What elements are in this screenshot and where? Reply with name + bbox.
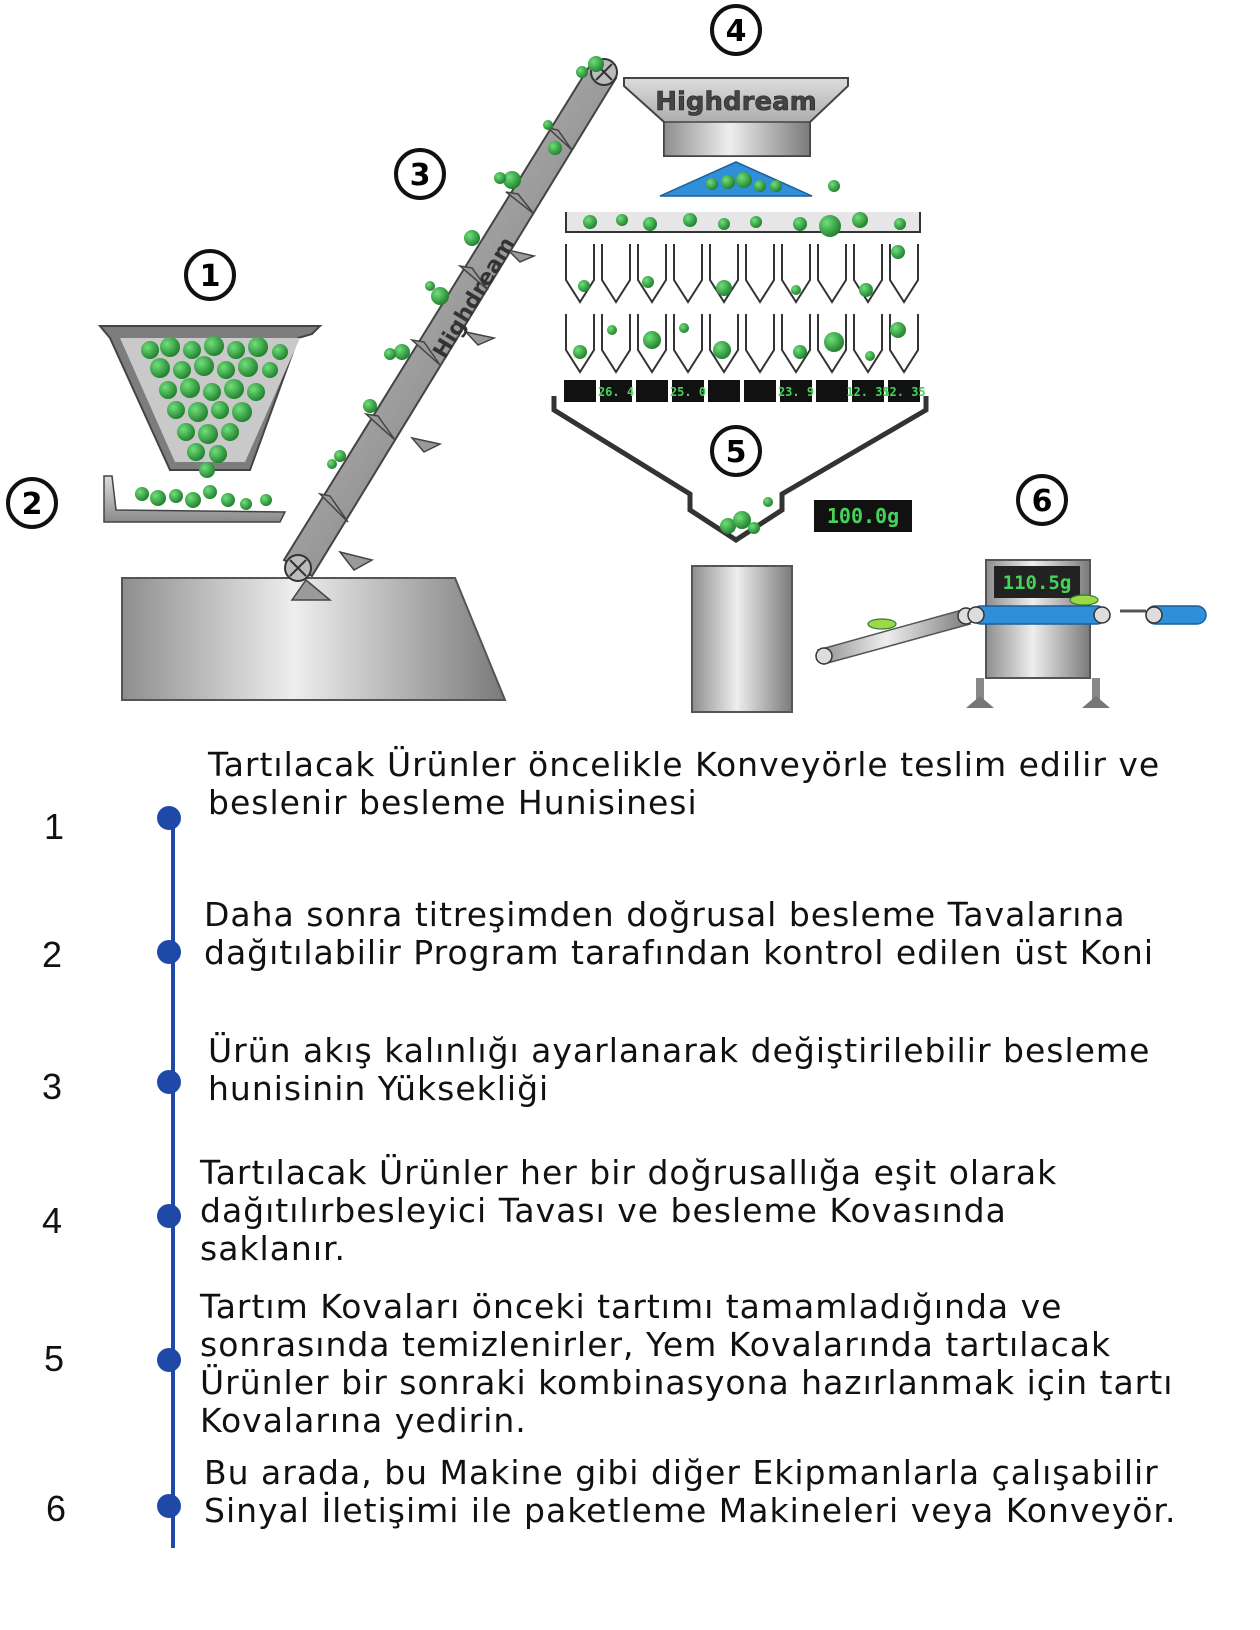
step-text: Tartım Kovaları önceki tartımı tamamladı… [200, 1287, 1174, 1440]
timeline-line [171, 818, 175, 1548]
outfeed-conveyor [815, 607, 975, 665]
process-steps: 1 Tartılacak Ürünler öncelikle Konveyörl… [0, 746, 1260, 1630]
base-platform [121, 577, 507, 701]
step-number: 5 [44, 1338, 65, 1379]
combined-weight-display: 100.0g [814, 500, 912, 532]
hopper-readout-1: 26. 4 [598, 385, 634, 399]
svg-text:100.0g: 100.0g [827, 504, 899, 528]
checkweigher: 110.5g [966, 559, 1111, 708]
hopper-readout-5: 12. 35 [882, 385, 925, 399]
top-cone [659, 161, 813, 197]
svg-text:1: 1 [200, 259, 221, 294]
packaging-machine [691, 565, 793, 713]
vibratory-pan [103, 475, 287, 523]
timeline-dot [157, 1494, 181, 1518]
hopper-readout-4: 12. 35 [846, 385, 889, 399]
step-number: 6 [46, 1488, 67, 1529]
timeline-dot [157, 1348, 181, 1372]
incline-conveyor: Highdream [282, 56, 618, 601]
timeline-dot [157, 1070, 181, 1094]
timeline-dot [157, 806, 181, 830]
step-text: Tartılacak Ürünler her bir doğrusallığa … [200, 1153, 1058, 1268]
step-text: Tartılacak Ürünler öncelikle Konveyörle … [208, 745, 1161, 822]
reject-conveyor [1120, 605, 1207, 625]
hopper-readout-bar: 26. 4 25. 0 23. 9 12. 35 12. 35 [564, 380, 926, 402]
timeline-dot [157, 940, 181, 964]
svg-text:2: 2 [22, 487, 43, 522]
timeline-dot [157, 1204, 181, 1228]
step-text: Bu arada, bu Makine gibi diğer Ekipmanla… [204, 1453, 1177, 1530]
svg-text:Highdream: Highdream [655, 87, 817, 117]
feed-hopper [97, 325, 323, 478]
collating-chute [551, 396, 929, 543]
cone-product [706, 172, 840, 192]
step-number: 3 [42, 1066, 63, 1107]
process-diagram: 1 2 3 4 5 6 [6, 4, 1207, 713]
hopper-product [141, 336, 288, 478]
marker-6: 6 [1016, 474, 1068, 526]
step-number: 4 [42, 1200, 63, 1241]
weigh-hoppers [565, 314, 919, 374]
marker-4: 4 [710, 4, 762, 56]
svg-text:5: 5 [726, 435, 747, 470]
step-text: Daha sonra titreşimden doğrusal besleme … [204, 895, 1155, 972]
step-number: 2 [42, 934, 63, 975]
marker-2: 2 [6, 477, 58, 529]
marker-1: 1 [184, 249, 236, 301]
feed-hoppers [565, 244, 919, 304]
top-infeed-funnel: Highdream [623, 77, 849, 157]
step-number: 1 [44, 806, 65, 847]
marker-5: 5 [710, 425, 762, 477]
svg-text:6: 6 [1032, 484, 1053, 519]
marker-3: 3 [394, 148, 446, 200]
step-text: Ürün akış kalınlığı ayarlanarak değiştir… [208, 1031, 1151, 1108]
svg-text:4: 4 [726, 14, 747, 49]
hopper-readout-3: 23. 9 [778, 385, 814, 399]
svg-text:3: 3 [410, 158, 431, 193]
svg-text:110.5g: 110.5g [1003, 572, 1072, 594]
hopper-readout-2: 25. 0 [670, 385, 706, 399]
